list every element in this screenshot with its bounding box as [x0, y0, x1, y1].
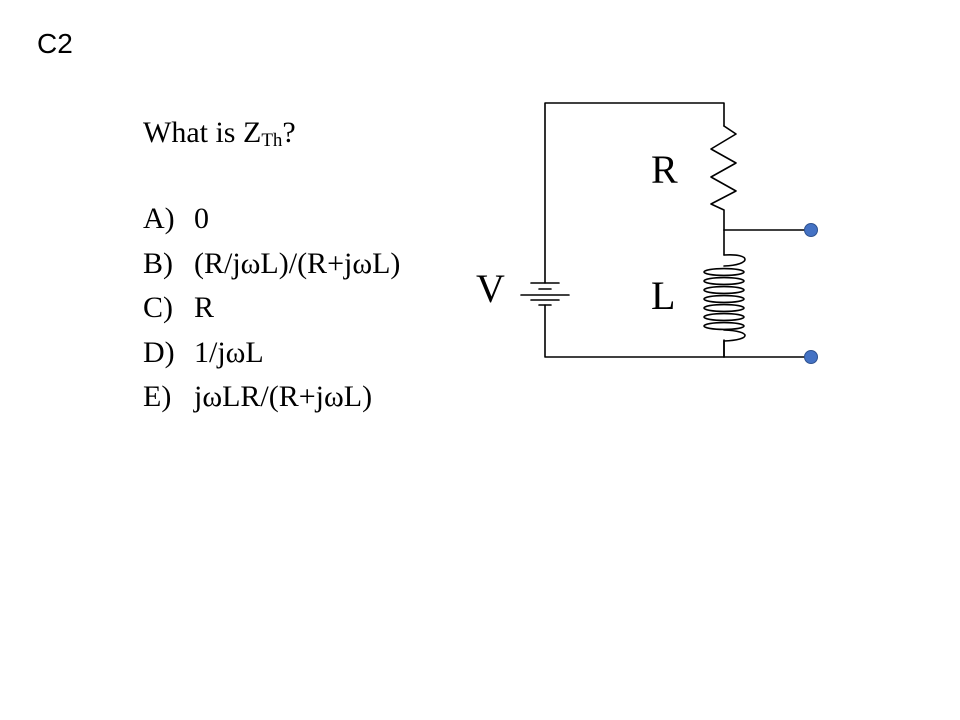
option-letter: A): [143, 202, 175, 235]
terminal-top-icon[interactable]: [804, 223, 818, 237]
wire-bottom: [544, 304, 725, 358]
inductor-label: L: [651, 273, 675, 318]
resistor-symbol: [710, 125, 737, 231]
answer-options: A) 0 B) (R/jωL)/(R+jωL) C) R D) 1/jωL E)…: [143, 201, 400, 424]
question-subscript: Th: [261, 130, 283, 151]
option-text: 1/jωL: [194, 335, 264, 369]
option-text: jωLR/(R+jωL): [194, 380, 373, 413]
inductor-symbol: [703, 254, 746, 342]
question-text: What is ZTh?: [143, 115, 296, 159]
option-b[interactable]: B) (R/jωL)/(R+jωL): [143, 246, 400, 291]
option-text: (R/jωL)/(R+jωL): [194, 246, 401, 280]
terminal-bottom-icon[interactable]: [804, 350, 818, 364]
resistor-label: R: [651, 147, 678, 192]
question-prefix: What is Z: [143, 116, 262, 149]
option-text: R: [194, 291, 215, 324]
option-letter: B): [143, 246, 173, 280]
option-letter: D): [143, 335, 175, 369]
voltage-source-symbol: [520, 282, 570, 306]
option-d[interactable]: D) 1/jωL: [143, 335, 400, 380]
option-c[interactable]: C) R: [143, 290, 400, 335]
wire-top-left: [544, 102, 725, 284]
question-suffix: ?: [282, 116, 296, 149]
slide-label: C2: [37, 28, 73, 59]
source-label: V: [476, 266, 505, 311]
option-e[interactable]: E) jωLR/(R+jωL): [143, 379, 400, 424]
option-text: 0: [194, 202, 209, 235]
option-letter: E): [143, 380, 172, 413]
option-letter: C): [143, 291, 173, 324]
option-a[interactable]: A) 0: [143, 201, 400, 246]
